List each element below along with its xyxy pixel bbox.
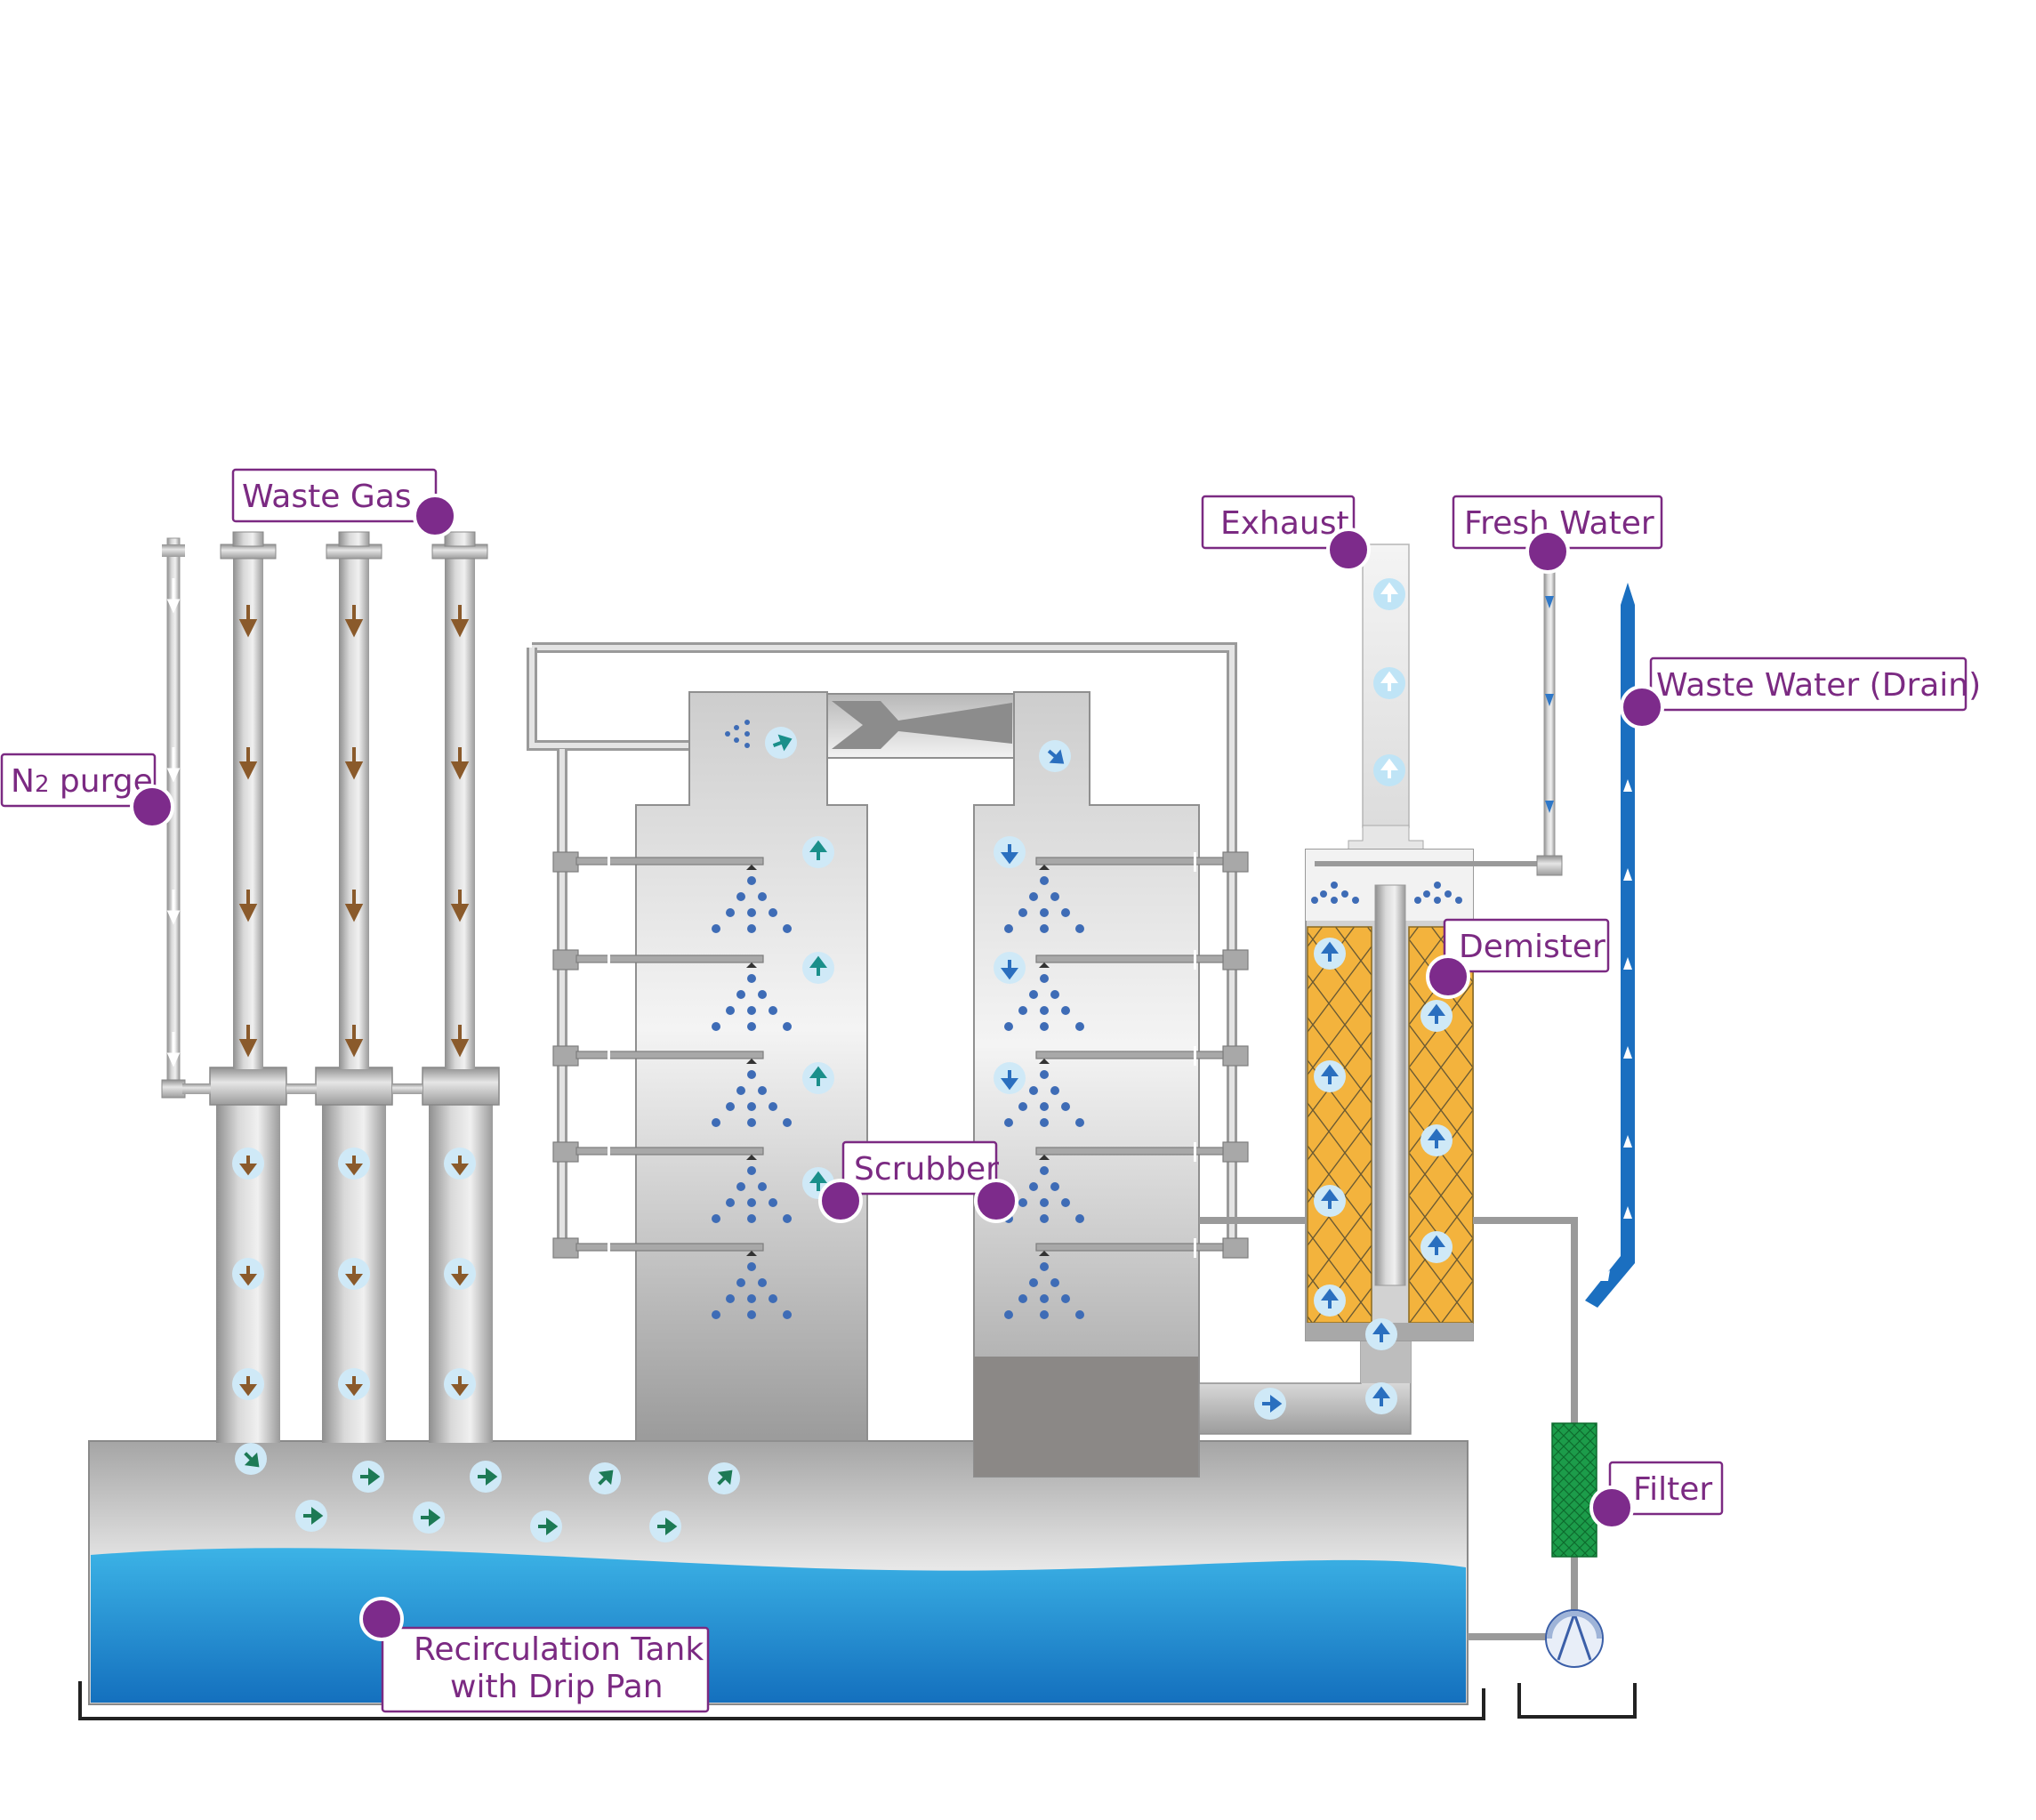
label-scrubber: Scrubber xyxy=(818,1140,1018,1223)
waste-water-label: Waste Water (Drain) xyxy=(1656,667,1981,704)
demister-label: Demister xyxy=(1459,929,1605,965)
flow-arrow-icon xyxy=(809,955,827,976)
flow-arrow-icon xyxy=(1001,960,1018,980)
spray-headers-left xyxy=(552,851,764,1259)
flow-arrow-icon xyxy=(421,1509,441,1526)
flow-arrow-icon xyxy=(239,1266,257,1286)
spray-headers-right xyxy=(1035,851,1249,1259)
flow-arrow-icon xyxy=(1428,1003,1445,1024)
venturi xyxy=(832,701,1012,749)
flow-arrow-icon xyxy=(598,1470,614,1486)
purple-dot-icon xyxy=(974,1179,1018,1223)
label-demister: Demister xyxy=(1426,918,1610,999)
flow-arrow-icon xyxy=(1321,1064,1339,1084)
flow-arrow-icon xyxy=(478,1468,498,1486)
purple-dot-icon xyxy=(130,785,174,829)
n2-label-n: N xyxy=(11,763,35,800)
purple-dot-icon xyxy=(1620,685,1664,729)
purple-dot-icon xyxy=(1326,527,1371,572)
flow-arrow-icon xyxy=(809,1066,827,1086)
flow-arrow-icon xyxy=(1001,1070,1018,1091)
flow-arrow-icon xyxy=(244,1452,260,1468)
flow-arrow-icon xyxy=(1428,1128,1445,1148)
flow-arrow-icon xyxy=(538,1518,559,1535)
flow-arrow-icon xyxy=(717,1470,733,1486)
exhaust-label: Exhaust xyxy=(1220,505,1349,542)
flow-arrow-icon xyxy=(360,1468,381,1486)
filter xyxy=(1551,1422,1597,1558)
pump-icon xyxy=(1545,1609,1604,1668)
purple-dot-icon xyxy=(1589,1486,1634,1530)
scrubber xyxy=(527,642,1412,1478)
flow-arrow-icon xyxy=(451,1376,469,1397)
pump-bracket xyxy=(1517,1683,1637,1719)
flow-arrow-icon xyxy=(345,1156,363,1176)
purple-dot-icon xyxy=(818,1179,863,1223)
flow-arrow-icon xyxy=(303,1507,324,1525)
flow-arrow-icon xyxy=(809,1171,827,1191)
drip-pan-bracket xyxy=(78,1681,1485,1720)
flow-arrow-icon xyxy=(1428,1235,1445,1255)
tank-label-line1: Recirculation Tank xyxy=(414,1631,704,1668)
label-waste-gas: Waste Gas xyxy=(231,468,457,538)
label-n2-purge: N2 purge xyxy=(0,753,174,829)
flow-arrow-icon xyxy=(1380,671,1398,691)
scrubber-label: Scrubber xyxy=(854,1151,999,1188)
purple-dot-icon xyxy=(1525,529,1570,574)
waste-gas-label: Waste Gas xyxy=(242,479,412,515)
flow-arrow-icon xyxy=(1001,844,1018,865)
label-exhaust: Exhaust xyxy=(1201,495,1371,572)
flow-arrow-icon xyxy=(451,1266,469,1286)
flow-arrow-icon xyxy=(345,1376,363,1397)
svg-text:N2 purge: N2 purge xyxy=(11,763,153,800)
filter-label: Filter xyxy=(1633,1471,1712,1508)
flow-arrow-icon xyxy=(772,734,793,752)
water-loop xyxy=(1199,583,1635,1668)
flow-arrow-icon xyxy=(1372,1322,1390,1342)
tank-label-line2: with Drip Pan xyxy=(450,1669,664,1705)
purple-dot-icon xyxy=(1426,954,1470,999)
purple-dot-icon xyxy=(413,494,457,538)
flow-arrow-icon xyxy=(1047,749,1065,764)
flow-arrow-icon xyxy=(1321,1288,1339,1309)
flow-arrow-icon xyxy=(1380,582,1398,602)
n2-label-sub: 2 xyxy=(35,771,50,798)
waste-gas-arrows xyxy=(238,603,468,1058)
waste-gas-inlets xyxy=(161,531,500,1443)
flow-arrow-icon xyxy=(657,1518,678,1535)
flow-arrow-icon xyxy=(1321,1188,1339,1209)
flow-markers xyxy=(232,578,1453,1542)
flow-arrow-icon xyxy=(809,840,827,860)
label-fresh-water: Fresh Water xyxy=(1452,495,1663,574)
flow-arrow-icon xyxy=(1321,941,1339,962)
flow-arrow-icon xyxy=(239,1376,257,1397)
drain-pipe xyxy=(1585,583,1635,1308)
flow-arrow-icon xyxy=(239,1156,257,1176)
purple-dot-icon xyxy=(359,1597,404,1641)
label-recirculation-tank: Recirculation Tank with Drip Pan xyxy=(359,1597,710,1713)
flow-arrow-icon xyxy=(1372,1386,1390,1406)
tank-water xyxy=(91,1548,1466,1703)
flow-arrow-icon xyxy=(1380,758,1398,778)
recirculation-tank xyxy=(88,1440,1469,1705)
label-filter: Filter xyxy=(1589,1461,1724,1530)
flow-arrow-icon xyxy=(451,1156,469,1176)
flow-arrow-icon xyxy=(1262,1395,1283,1413)
label-waste-water: Waste Water (Drain) xyxy=(1620,656,1981,729)
flow-arrow-icon xyxy=(345,1266,363,1286)
